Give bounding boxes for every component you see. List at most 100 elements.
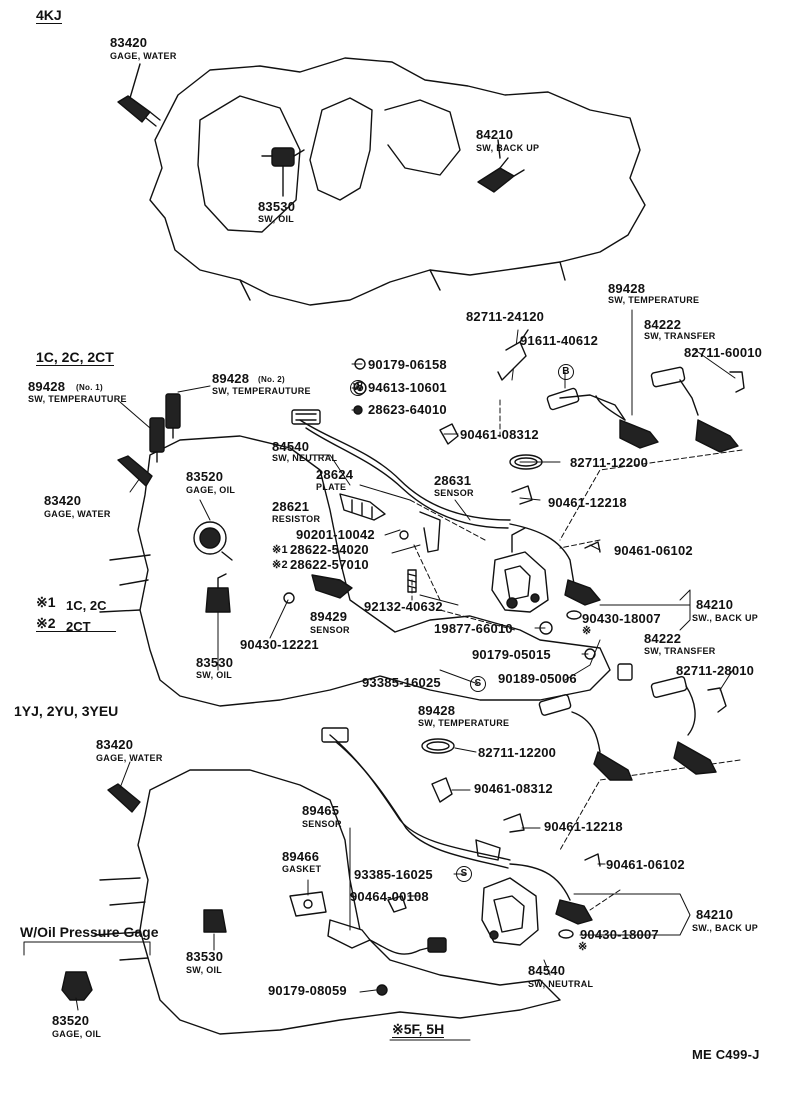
- part-name: SW, TEMPERATURE: [418, 718, 510, 728]
- part-number: 89428: [608, 281, 646, 296]
- part-number: 93385-16025: [362, 675, 441, 690]
- part-number: 84210: [476, 127, 514, 142]
- part-number: 82711-24120: [466, 309, 545, 324]
- part-name: SW, NEUTRAL: [272, 453, 338, 463]
- part-name: SW, OIL: [258, 214, 295, 224]
- part-number: 90461-12218: [548, 495, 627, 510]
- part-name: PLATE: [316, 482, 347, 492]
- part-number: 82711-60010: [684, 345, 763, 360]
- part-number: 92132-40632: [364, 599, 443, 614]
- engine-heading-1yj: 1YJ, 2YU, 3YEU: [14, 703, 119, 719]
- part-number: 84540: [272, 439, 310, 454]
- part-number: 90179-06158: [368, 357, 447, 372]
- note-2-ref: ※2: [272, 559, 288, 571]
- part-number: 28624: [316, 467, 354, 482]
- note-no2: (No. 2): [258, 375, 285, 384]
- transfer-switch-icon: [650, 366, 745, 453]
- note-1-mark: ※1: [36, 594, 56, 610]
- note-1-text: 1C, 2C: [66, 598, 107, 613]
- part-number: 28621: [272, 499, 310, 514]
- part-name: SENSOR: [310, 625, 350, 635]
- engine-heading-1c: 1C, 2C, 2CT: [36, 349, 114, 366]
- wire-harness-1c: [291, 379, 699, 591]
- part-name: SW, TRANSFER: [644, 646, 716, 656]
- part-number: 89428: [212, 371, 250, 386]
- part-number: 90461-06102: [614, 543, 693, 558]
- part-name: SW, TEMPERATURE: [608, 295, 700, 305]
- part-number: 89428: [418, 703, 456, 718]
- temperature-switch-icon: [149, 393, 181, 463]
- part-name: SW, BACK UP: [476, 143, 540, 153]
- backup-switch-icon: [564, 579, 601, 620]
- resistor-icon: [339, 493, 386, 521]
- gage-oil-icon: [193, 521, 233, 561]
- part-number: 83520: [52, 1013, 90, 1028]
- part-number: 28622-54020: [290, 542, 369, 557]
- part-number: 90430-18007: [582, 611, 661, 626]
- part-name: SW, NEUTRAL: [528, 979, 594, 989]
- part-number: 90430-18007: [580, 927, 659, 942]
- part-number: 83420: [44, 493, 82, 508]
- wire-harness-1yj: [321, 694, 717, 901]
- temperature-switch-icon: [546, 387, 659, 449]
- part-number: 83530: [186, 949, 224, 964]
- part-name: GASKET: [282, 864, 322, 874]
- part-name: SW, TRANSFER: [644, 331, 716, 341]
- part-name: SENSOR: [434, 488, 474, 498]
- transfer-switch-icon: [650, 676, 727, 736]
- part-number: 90461-08312: [474, 781, 553, 796]
- gage-water-icon: [117, 455, 153, 487]
- oil-switch-icon: [205, 573, 231, 613]
- part-number: 94613-10601: [368, 380, 447, 395]
- gage-water-icon: [117, 63, 161, 127]
- oil-gage-heading: W/Oil Pressure Gage: [20, 924, 159, 940]
- part-number: 83520: [186, 469, 224, 484]
- part-name: SW, TEMPERAUTURE: [28, 394, 127, 404]
- note-1-ref: ※1: [272, 544, 288, 556]
- circled-w: W: [350, 380, 366, 396]
- part-number: 28622-57010: [290, 557, 369, 572]
- note-2-text: 2CT: [66, 619, 91, 634]
- sensor-icon: [283, 574, 353, 604]
- footnote-5f: ※5F, 5H: [392, 1021, 445, 1038]
- part-number: 28631: [434, 473, 472, 488]
- part-number: 84210: [696, 907, 734, 922]
- circled-s: S: [470, 676, 486, 692]
- part-number: 84222: [644, 317, 682, 332]
- circled-s: S: [456, 866, 472, 882]
- part-number: 82711-12200: [478, 745, 557, 760]
- part-number: 89465: [302, 803, 340, 818]
- part-number: 90461-08312: [460, 427, 539, 442]
- part-number: 82711-12200: [570, 455, 649, 470]
- part-number: 90461-12218: [544, 819, 623, 834]
- backup-switch-icon: [477, 139, 525, 193]
- part-number: 90430-12221: [240, 637, 319, 652]
- part-name: GAGE, WATER: [44, 509, 111, 519]
- part-number: 83420: [96, 737, 134, 752]
- note-no1: (No. 1): [76, 383, 103, 392]
- circled-b: B: [558, 364, 574, 380]
- part-name: SW., BACK UP: [692, 923, 759, 933]
- part-number: 93385-16025: [354, 867, 433, 882]
- part-number: 19877-66010: [434, 621, 513, 636]
- dashed-guides: [409, 399, 743, 911]
- engine-outline-4kj: [149, 57, 646, 306]
- part-name: RESISTOR: [272, 514, 321, 524]
- neutral-switch-icon: [491, 527, 549, 613]
- part-number: 91611-40612: [520, 333, 599, 348]
- part-number: 84540: [528, 963, 566, 978]
- part-number: 90179-05015: [472, 647, 551, 662]
- note-2-mark: ※2: [36, 616, 116, 632]
- engine-outline-1c: [99, 435, 611, 707]
- part-name: SW., BACK UP: [692, 613, 759, 623]
- part-number: 84222: [644, 631, 682, 646]
- part-name: GAGE, WATER: [110, 51, 177, 61]
- part-number: 90179-08059: [268, 983, 347, 998]
- part-number: 90464-00108: [350, 889, 429, 904]
- part-number: 28623-64010: [368, 402, 447, 417]
- oil-switch-icon: [261, 147, 305, 197]
- bolt-icon: [407, 569, 633, 681]
- part-number: 90201-10042: [296, 527, 375, 542]
